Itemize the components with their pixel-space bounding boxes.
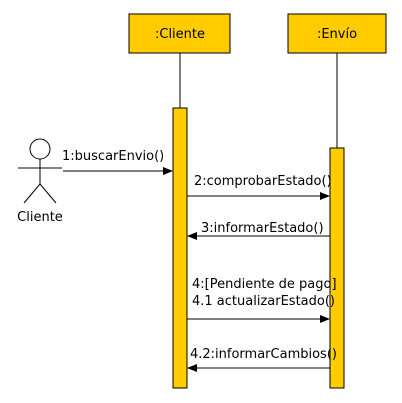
message-4-2-label: 4.2:informarCambios() <box>190 347 337 362</box>
message-4-1: 4.1 actualizarEstado() <box>187 294 335 323</box>
actor-label: Cliente <box>17 210 63 225</box>
lifeline-envio: :Envío <box>287 13 387 54</box>
guard-condition-label: 4:[Pendiente de pago] <box>192 277 337 292</box>
actor-right-leg <box>39 183 57 204</box>
lifeline-cliente: :Cliente <box>128 13 231 54</box>
message-2: 2:comprobarEstado() <box>187 174 332 200</box>
message-2-label: 2:comprobarEstado() <box>194 174 332 189</box>
message-1-label: 1:buscarEnvio() <box>62 149 164 164</box>
message-3-label: 3:informarEstado() <box>201 221 324 236</box>
lifeline-envio-box <box>287 13 387 54</box>
actor-cliente: Cliente <box>17 138 63 225</box>
lifeline-cliente-label: :Cliente <box>155 27 205 42</box>
actor-head <box>29 138 51 160</box>
actor-left-leg <box>23 183 41 204</box>
lifeline-envio-label: :Envío <box>317 27 357 42</box>
message-4-2: 4.2:informarCambios() <box>187 347 337 372</box>
activation-bar-cliente <box>172 107 188 389</box>
message-1: 1:buscarEnvio() <box>62 149 173 175</box>
activation-bar-envio <box>329 147 345 389</box>
message-4-1-label: 4.1 actualizarEstado() <box>192 294 335 309</box>
lifeline-cliente-box <box>128 13 231 54</box>
message-3: 3:informarEstado() <box>187 221 330 240</box>
